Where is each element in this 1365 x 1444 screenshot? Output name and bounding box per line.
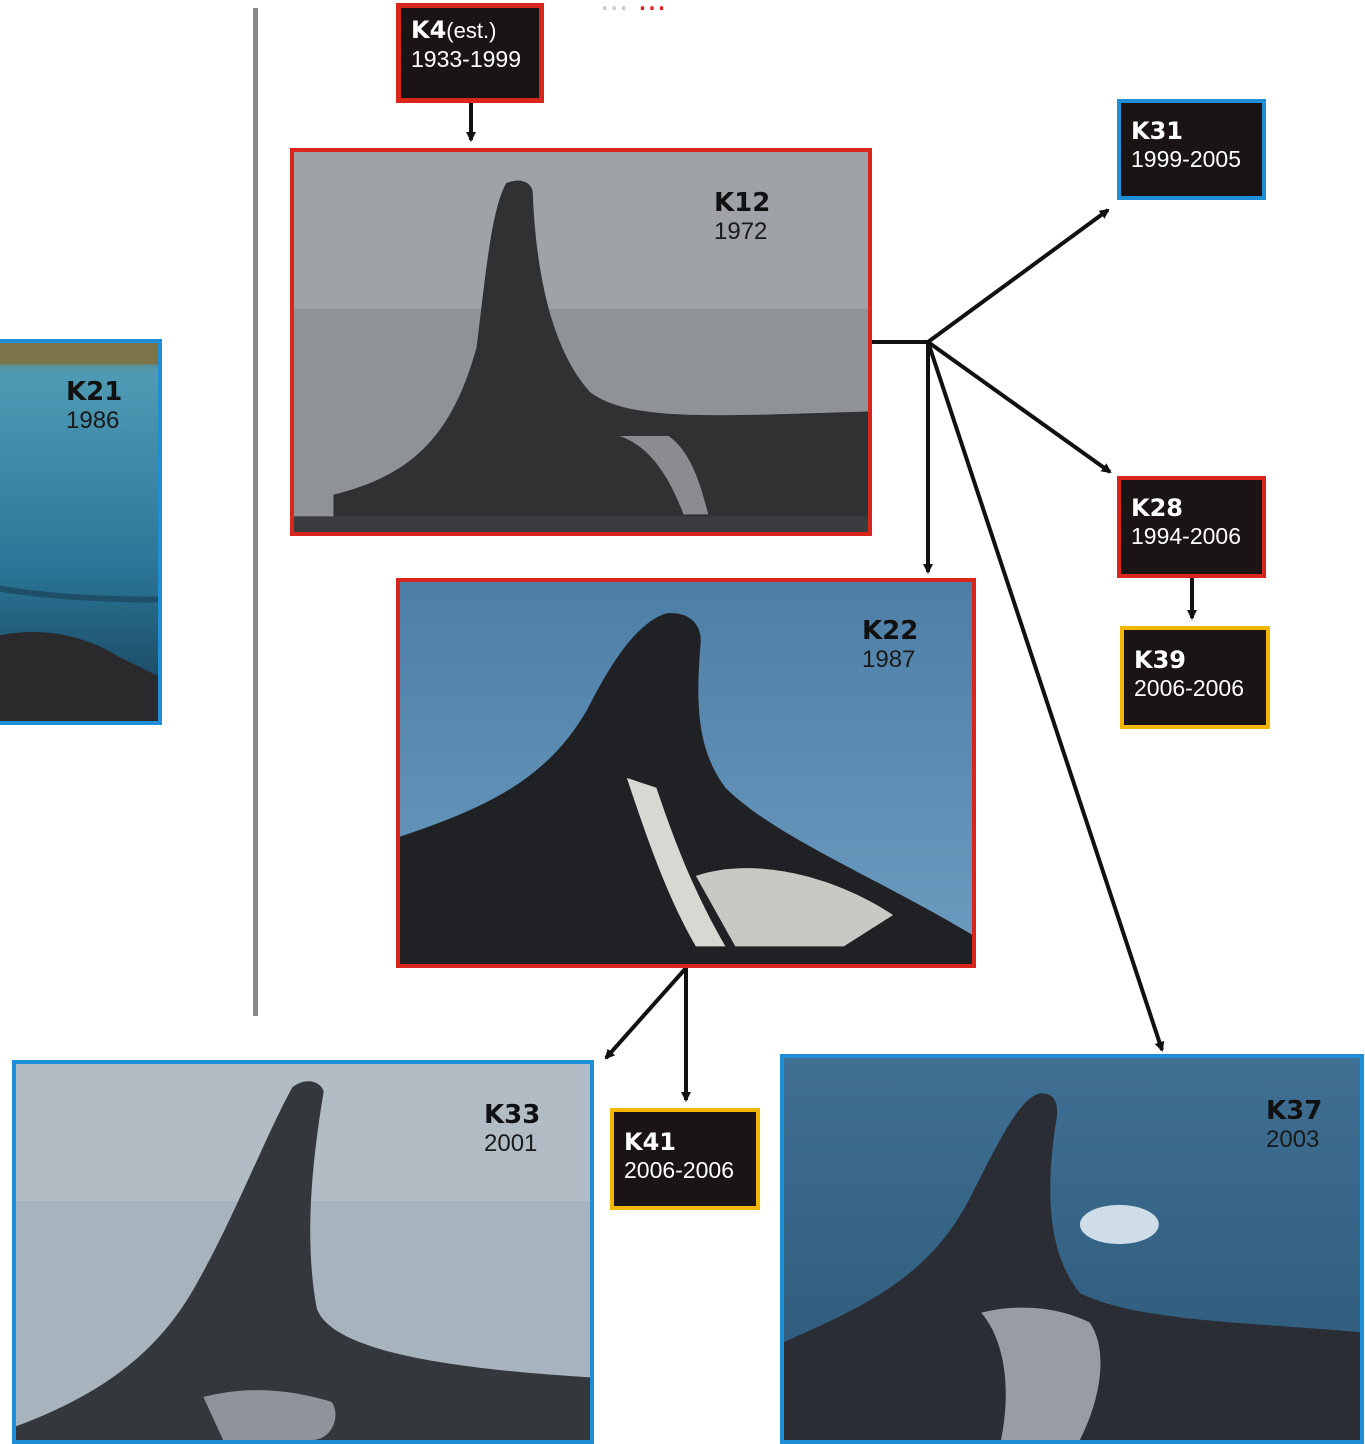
k37-years: 2003: [1266, 1126, 1322, 1154]
k4-years: 1933-1999: [411, 45, 531, 73]
k31-years: 1999-2005: [1131, 145, 1254, 173]
k21-years: 1986: [66, 407, 122, 435]
k28-id: K28: [1131, 494, 1254, 522]
k33-id: K33: [484, 1100, 540, 1130]
k33-years: 2001: [484, 1130, 540, 1158]
k41-id: K41: [624, 1128, 748, 1156]
k39-years: 2006-2006: [1134, 674, 1258, 702]
box-k41: K41 2006-2006: [610, 1108, 760, 1210]
label-k22: K22 1987: [862, 616, 918, 674]
photo-k37: K37 2003: [780, 1054, 1364, 1444]
k22-id: K22: [862, 616, 918, 646]
box-k4: K4(est.) 1933-1999: [396, 3, 544, 103]
k22-years: 1987: [862, 646, 918, 674]
k12-id: K12: [714, 188, 770, 218]
title-prefix: ...: [600, 0, 628, 14]
title-highlight: ...: [638, 0, 666, 14]
label-k21: K21 1986: [66, 377, 122, 435]
k39-id: K39: [1134, 646, 1258, 674]
label-k37: K37 2003: [1266, 1096, 1322, 1154]
k37-id: K37: [1266, 1096, 1322, 1126]
label-k12: K12 1972: [714, 188, 770, 246]
k4-id: K4: [411, 16, 446, 44]
box-k28: K28 1994-2006: [1117, 476, 1266, 578]
photo-k12: K12 1972: [290, 148, 872, 536]
photo-k21: K21 1986: [0, 339, 162, 725]
k31-id: K31: [1131, 117, 1254, 145]
vertical-divider: [253, 8, 258, 1016]
arrow-k22-k33: [606, 968, 686, 1058]
label-k33: K33 2001: [484, 1100, 540, 1158]
photo-k33: K33 2001: [12, 1060, 594, 1444]
page-title: ... ...: [600, 0, 1100, 14]
arrow-to-k28: [928, 342, 1110, 472]
k28-years: 1994-2006: [1131, 522, 1254, 550]
box-k39: K39 2006-2006: [1120, 626, 1270, 729]
k12-years: 1972: [714, 218, 770, 246]
k21-id: K21: [66, 377, 122, 407]
arrow-to-k31: [928, 210, 1108, 342]
box-k31: K31 1999-2005: [1117, 99, 1266, 200]
k4-note: (est.): [446, 18, 496, 43]
k4-id-line: K4(est.): [411, 16, 531, 45]
dorsal-fin-photo-icon: [294, 152, 868, 532]
photo-k22: K22 1987: [396, 578, 976, 968]
k41-years: 2006-2006: [624, 1156, 748, 1184]
